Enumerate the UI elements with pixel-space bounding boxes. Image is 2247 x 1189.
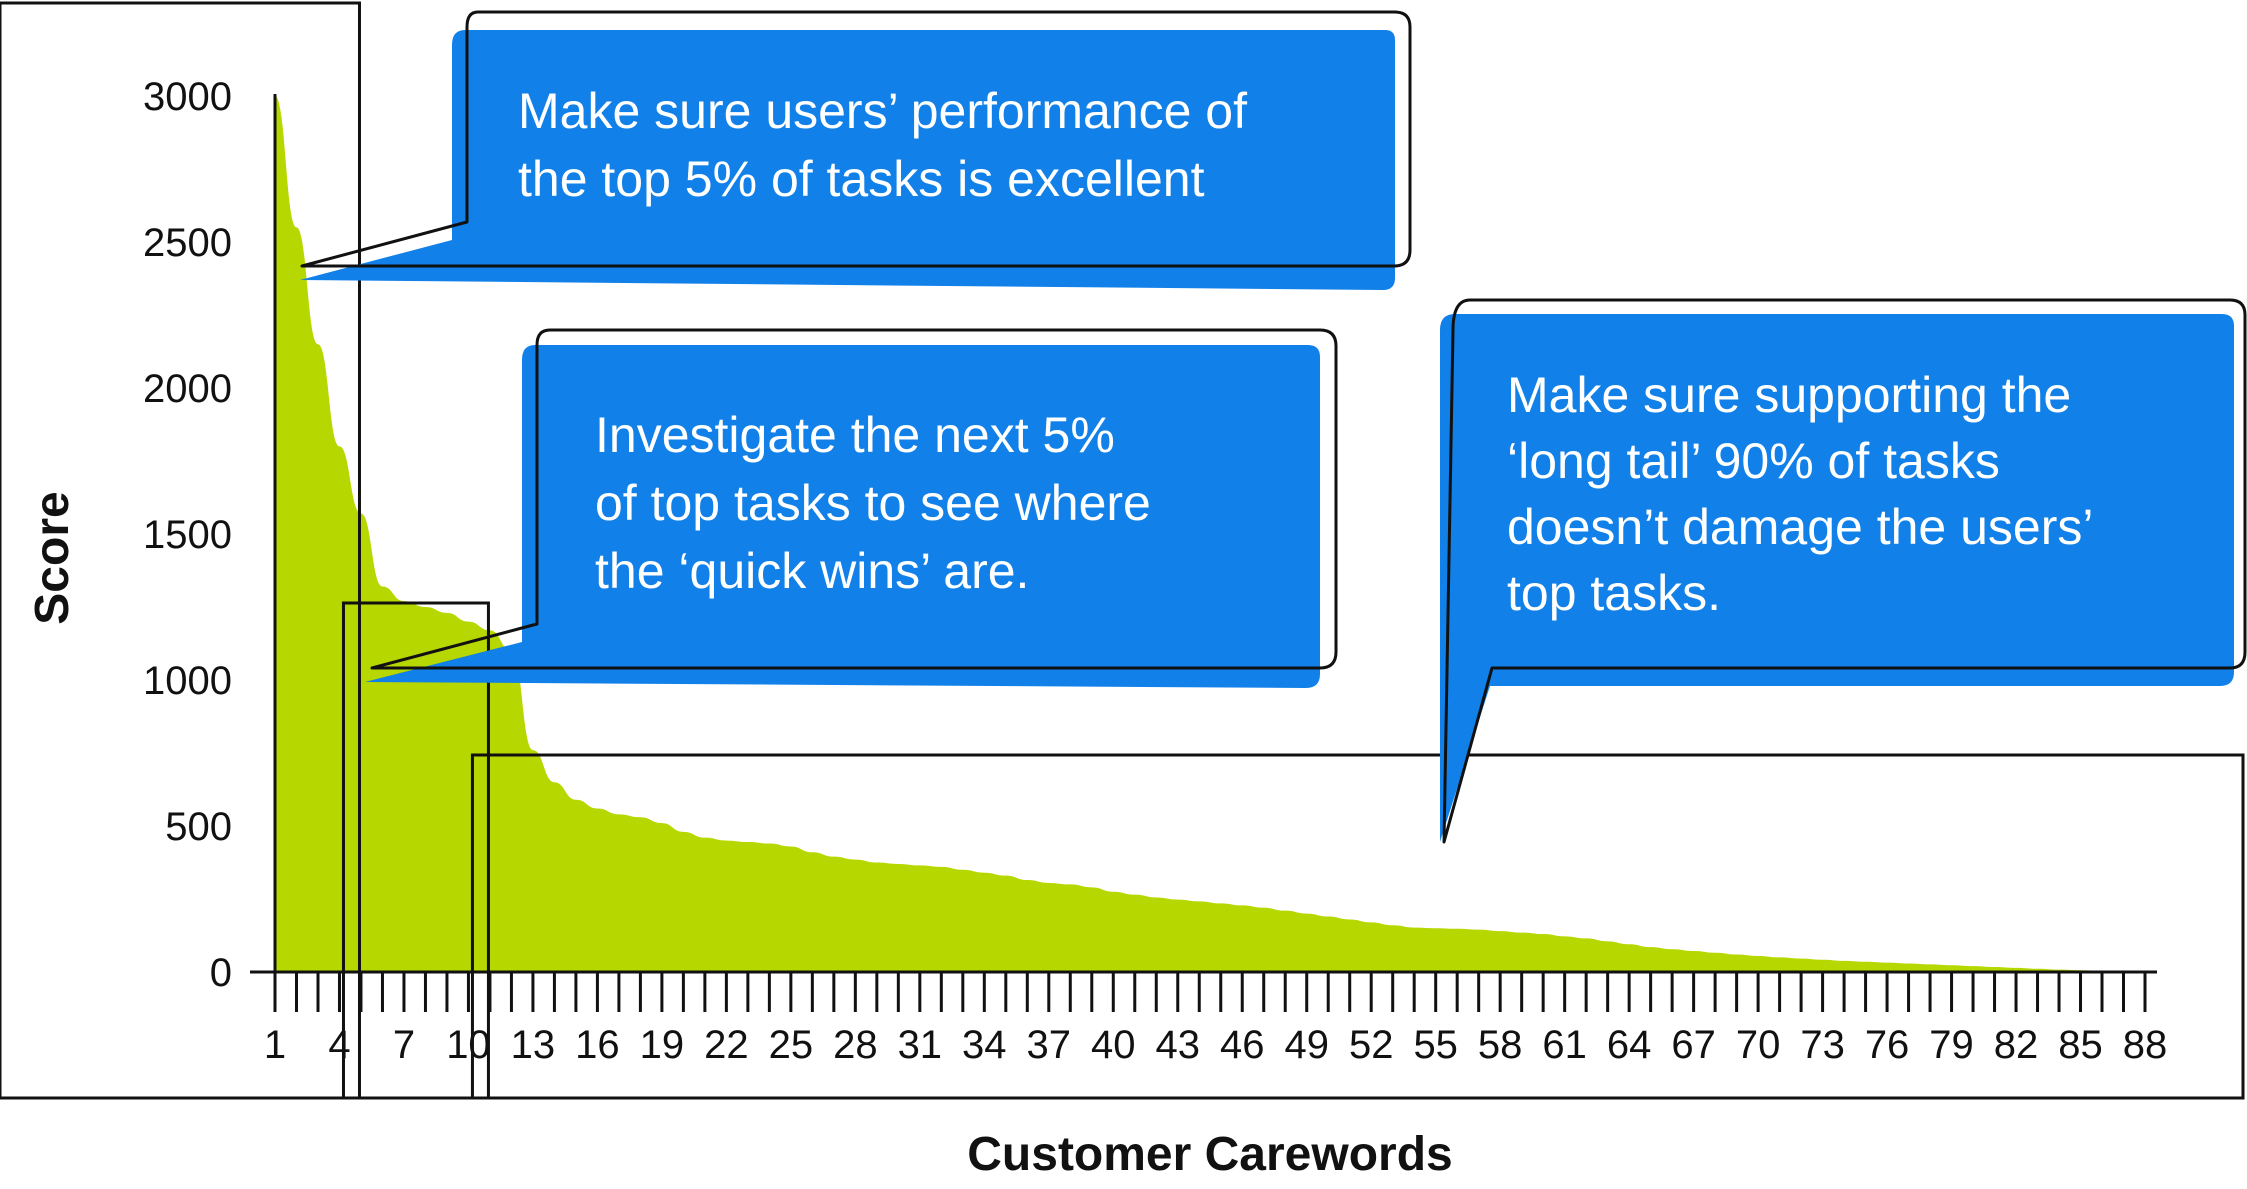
x-tick-label: 43 [1156, 1023, 1201, 1067]
x-tick-label: 61 [1542, 1023, 1587, 1067]
y-tick-label: 1000 [143, 659, 232, 703]
highlight-box-layer [0, 1, 2245, 1100]
x-tick-label: 49 [1284, 1023, 1329, 1067]
y-tick-label: 0 [210, 951, 232, 995]
x-tick-label: 79 [1929, 1023, 1974, 1067]
callout-text-line: ‘long tail’ 90% of tasks [1507, 433, 2000, 489]
x-tick-label: 25 [769, 1023, 814, 1067]
next-5-percent-box [341, 601, 490, 1100]
callout-text-line: doesn’t damage the users’ [1507, 499, 2093, 555]
x-tick-label: 1 [264, 1023, 286, 1067]
x-tick-label: 7 [393, 1023, 415, 1067]
x-axis-title: Customer Carewords [967, 1128, 1452, 1181]
callout-text-line: Investigate the next 5% [595, 407, 1115, 463]
x-tick-label: 55 [1413, 1023, 1458, 1067]
top-5-percent-box [0, 1, 361, 1100]
callout-top-5-percent: Make sure users’ performance of the top 5… [300, 10, 1412, 290]
callout-long-tail: Make sure supporting the ‘long tail’ 90% … [1440, 298, 2247, 844]
x-tick-label: 52 [1349, 1023, 1394, 1067]
callout-outline [370, 328, 1338, 670]
callout-text-line: of top tasks to see where [595, 475, 1151, 531]
score-area [275, 96, 2145, 972]
y-tick-label: 3000 [143, 75, 232, 119]
callout-text-line: Make sure supporting the [1507, 367, 2071, 423]
x-tick-label: 34 [962, 1023, 1007, 1067]
callout-text-line: top tasks. [1507, 565, 1721, 621]
y-tick-label: 1500 [143, 513, 232, 557]
x-tick-label: 46 [1220, 1023, 1265, 1067]
callout-text-line: the top 5% of tasks is excellent [518, 151, 1205, 207]
x-tick-label: 13 [511, 1023, 556, 1067]
x-tick-label: 16 [575, 1023, 620, 1067]
x-tick-label: 82 [1994, 1023, 2039, 1067]
callout-outline [300, 10, 1412, 268]
x-tick-label: 85 [2058, 1023, 2103, 1067]
x-tick-label: 37 [1027, 1023, 1072, 1067]
x-tick-label: 19 [640, 1023, 685, 1067]
callout-text-line: Make sure users’ performance of [518, 83, 1247, 139]
y-axis-title: Score [26, 491, 79, 624]
x-tick-label: 58 [1478, 1023, 1523, 1067]
x-tick-label: 76 [1865, 1023, 1910, 1067]
y-tick-label: 2500 [143, 221, 232, 265]
callout-bubble [300, 30, 1395, 290]
callout-bubble [365, 345, 1320, 688]
y-tick-label: 2000 [143, 367, 232, 411]
x-tick-label: 31 [898, 1023, 943, 1067]
x-tick-label: 64 [1607, 1023, 1652, 1067]
x-tick-label: 4 [328, 1023, 350, 1067]
x-tick-label: 67 [1671, 1023, 1716, 1067]
area-layer [275, 96, 2145, 972]
callout-bubble [1440, 314, 2234, 842]
x-tick-label: 10 [446, 1023, 491, 1067]
callout-outline [1442, 298, 2247, 844]
x-tick-label: 22 [704, 1023, 749, 1067]
x-tick-label: 73 [1800, 1023, 1845, 1067]
x-tick-label: 70 [1736, 1023, 1781, 1067]
x-tick-label: 28 [833, 1023, 878, 1067]
callout-layer: Make sure users’ performance of the top 5… [300, 10, 2247, 844]
x-tick-label: 40 [1091, 1023, 1136, 1067]
x-tick-label: 88 [2123, 1023, 2168, 1067]
y-tick-label: 500 [165, 805, 232, 849]
callout-text-line: the ‘quick wins’ are. [595, 543, 1029, 599]
callout-next-5-percent: Investigate the next 5% of top tasks to s… [365, 328, 1338, 688]
long-tail-box [470, 753, 2245, 1100]
